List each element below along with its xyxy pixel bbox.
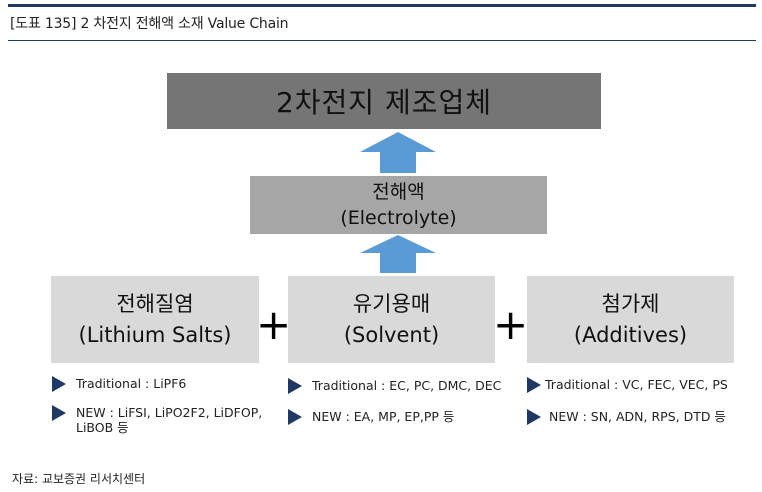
bullet-text-line2: LiBOB 등 (76, 420, 129, 435)
figure-title: [도표 135] 2 차전지 전해액 소재 Value Chain (10, 16, 289, 32)
lithium-salts-new: NEW : LiFSI, LiPO2F2, LiDFOP, LiBOB 등 (52, 405, 262, 435)
bullet-triangle-icon (527, 409, 541, 425)
solvent-label-en: (Solvent) (343, 322, 440, 347)
lithium-salts-box: 전해질염 (Lithium Salts) (51, 276, 259, 363)
bullet-triangle-icon (288, 378, 302, 394)
bullet-text: NEW : SN, ADN, RPS, DTD 등 (549, 409, 726, 424)
title-underline (8, 40, 756, 41)
bullet-text: NEW : LiFSI, LiPO2F2, LiDFOP, LiBOB 등 (76, 405, 262, 435)
bullet-triangle-icon (52, 376, 66, 392)
up-arrow-icon (360, 235, 436, 273)
plus-icon: + (493, 300, 529, 349)
plus-icon: + (256, 300, 292, 349)
top-rule (8, 4, 756, 7)
solvent-label-ko: 유기용매 (352, 291, 431, 316)
bullet-triangle-icon (52, 405, 66, 421)
bullet-text-line1: NEW : LiFSI, LiPO2F2, LiDFOP, (76, 405, 263, 420)
up-arrow-icon (360, 132, 436, 173)
bullet-text: Traditional : LiPF6 (76, 376, 187, 391)
bullet-text: Traditional : EC, PC, DMC, DEC (312, 378, 502, 393)
solvent-new: NEW : EA, MP, EP,PP 등 (288, 409, 454, 425)
solvent-box: 유기용매 (Solvent) (288, 276, 495, 363)
electrolyte-label-ko: 전해액 (372, 181, 425, 203)
additives-traditional: Traditional : VC, FEC, VEC, PS (527, 377, 728, 393)
lithium-salts-traditional: Traditional : LiPF6 (52, 376, 186, 392)
additives-box: 첨가제 (Additives) (527, 276, 734, 363)
bullet-triangle-icon (288, 409, 302, 425)
electrolyte-box: 전해액 (Electrolyte) (250, 176, 547, 234)
lithium-salts-label-en: (Lithium Salts) (78, 322, 232, 347)
additives-label-en: (Additives) (573, 322, 688, 347)
additives-label-ko: 첨가제 (601, 291, 660, 316)
additives-new: NEW : SN, ADN, RPS, DTD 등 (527, 409, 726, 425)
solvent-traditional: Traditional : EC, PC, DMC, DEC (288, 378, 501, 394)
lithium-salts-label-ko: 전해질염 (116, 291, 194, 316)
bullet-text: Traditional : VC, FEC, VEC, PS (545, 377, 728, 392)
manufacturer-label: 2차전지 제조업체 (275, 86, 493, 119)
source-note: 자료: 교보증권 리서치센터 (12, 472, 146, 486)
bullet-text: NEW : EA, MP, EP,PP 등 (312, 409, 455, 424)
manufacturer-box: 2차전지 제조업체 (167, 73, 601, 129)
electrolyte-label-en: (Electrolyte) (340, 207, 457, 229)
bullet-triangle-icon (527, 377, 541, 393)
